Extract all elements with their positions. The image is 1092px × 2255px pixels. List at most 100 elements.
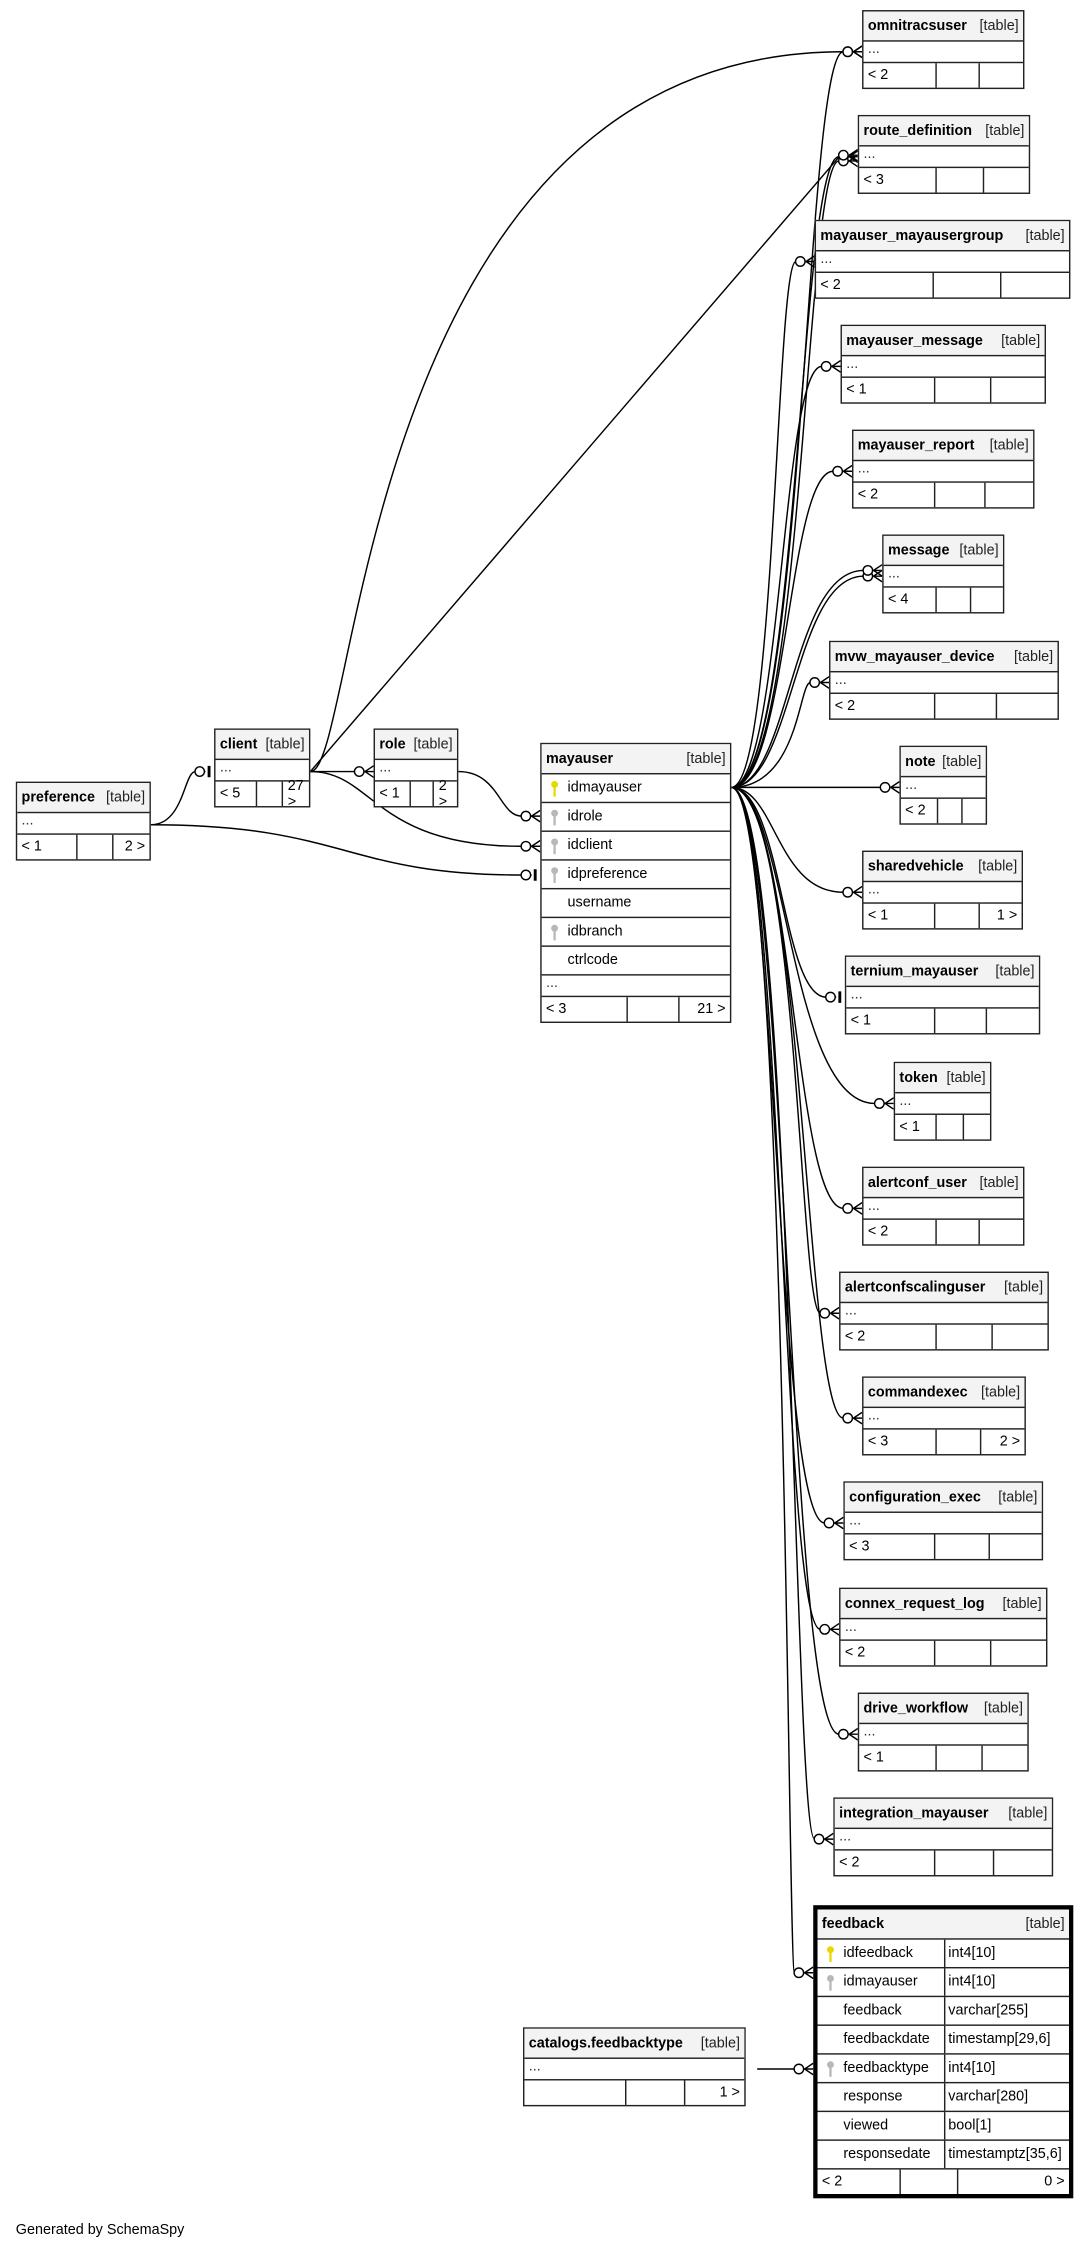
more-columns-ellipsis[interactable]: ... <box>830 672 1058 694</box>
more-columns-ellipsis[interactable]: ... <box>541 976 730 998</box>
children-link[interactable]: 1 > <box>996 908 1018 924</box>
table-name[interactable]: mayauser <box>545 750 614 767</box>
more-columns-ellipsis[interactable]: ... <box>844 1513 1042 1535</box>
more-columns-ellipsis[interactable]: ... <box>863 1198 1024 1220</box>
children-link[interactable] <box>988 1009 1039 1033</box>
parents-link[interactable]: < 3 <box>849 1538 870 1555</box>
parents-link[interactable]: < 2 <box>905 803 926 819</box>
column-row[interactable]: idrole <box>541 803 730 832</box>
children-link[interactable] <box>985 483 1033 507</box>
table-mayauser_message[interactable]: mayauser_message[table]...< 1 <box>840 324 1046 404</box>
column-row[interactable]: idclient <box>541 832 730 861</box>
parents-link[interactable]: < 5 <box>219 785 241 802</box>
table-name[interactable]: configuration_exec <box>849 1489 981 1506</box>
children-link[interactable] <box>994 1851 1052 1875</box>
table-name[interactable]: route_definition <box>863 122 973 139</box>
table-catalogs_feedbacktype[interactable]: catalogs.feedbacktype[table]...1 > <box>522 2027 746 2107</box>
more-columns-ellipsis[interactable]: ... <box>859 147 1029 169</box>
children-link[interactable]: 1 > <box>719 2084 740 2101</box>
parents-link[interactable]: < 3 <box>545 1001 567 1018</box>
more-columns-ellipsis[interactable]: ... <box>840 1619 1046 1641</box>
parents-link[interactable]: < 1 <box>379 785 400 802</box>
table-mayauser_report[interactable]: mayauser_report[table]...< 2 <box>852 429 1035 509</box>
parents-link[interactable]: < 3 <box>863 172 884 189</box>
parents-link[interactable]: < 2 <box>820 277 841 294</box>
parents-link[interactable]: < 2 <box>834 698 856 715</box>
children-link[interactable] <box>989 1535 1041 1559</box>
children-link[interactable]: 2 > <box>124 839 146 855</box>
table-name[interactable]: mayauser_message <box>846 332 983 349</box>
table-name[interactable]: commandexec <box>867 1384 968 1401</box>
table-alertconf_user[interactable]: alertconf_user[table]...< 2 <box>862 1166 1025 1246</box>
parents-link[interactable]: < 2 <box>839 1854 860 1871</box>
more-columns-ellipsis[interactable]: ... <box>840 1303 1048 1325</box>
more-columns-ellipsis[interactable]: ... <box>863 1408 1025 1430</box>
parents-link[interactable]: < 2 <box>867 67 889 84</box>
children-link[interactable]: 27 > <box>287 778 304 810</box>
parents-link[interactable]: < 2 <box>867 1224 889 1240</box>
children-link[interactable] <box>971 588 1003 612</box>
more-columns-ellipsis[interactable]: ... <box>841 356 1045 378</box>
more-columns-ellipsis[interactable]: ... <box>375 760 457 782</box>
more-columns-ellipsis[interactable]: ... <box>900 777 986 799</box>
column-row[interactable]: idbranch <box>541 918 730 947</box>
more-columns-ellipsis[interactable]: ... <box>859 1724 1028 1746</box>
more-columns-ellipsis[interactable]: ... <box>816 251 1069 273</box>
table-name[interactable]: mayauser_report <box>857 437 975 454</box>
table-name[interactable]: connex_request_log <box>844 1595 985 1612</box>
more-columns-ellipsis[interactable]: ... <box>524 2059 745 2081</box>
table-drive_workflow[interactable]: drive_workflow[table]...< 1 <box>857 1692 1029 1772</box>
table-name[interactable]: feedback <box>821 1915 885 1932</box>
children-link[interactable] <box>980 63 1023 87</box>
table-mayauser_mayausergroup[interactable]: mayauser_mayausergroup[table]...< 2 <box>814 219 1071 299</box>
table-omnitracsuser[interactable]: omnitracsuser[table]...< 2 <box>862 10 1025 90</box>
children-link[interactable] <box>962 799 985 823</box>
column-row[interactable]: ctrlcode <box>541 947 730 976</box>
table-mvw_mayauser_device[interactable]: mvw_mayauser_device[table]...< 2 <box>829 640 1059 720</box>
more-columns-ellipsis[interactable]: ... <box>883 566 1003 588</box>
children-link[interactable] <box>992 1325 1047 1349</box>
table-name[interactable]: ternium_mayauser <box>850 963 979 980</box>
table-token[interactable]: token[table]...< 1 <box>893 1061 992 1141</box>
more-columns-ellipsis[interactable]: ... <box>895 1093 990 1115</box>
table-name[interactable]: integration_mayauser <box>839 1805 989 1822</box>
parents-link[interactable]: < 2 <box>857 487 879 503</box>
parents-link[interactable]: < 1 <box>21 839 42 855</box>
table-name[interactable]: mayauser_mayausergroup <box>820 227 1004 244</box>
more-columns-ellipsis[interactable]: ... <box>215 760 309 782</box>
children-link[interactable] <box>991 1641 1046 1665</box>
children-link[interactable]: 0 > <box>1044 2173 1065 2190</box>
table-alertconfscalinguser[interactable]: alertconfscalinguser[table]...< 2 <box>839 1271 1049 1351</box>
table-integration_mayauser[interactable]: integration_mayauser[table]...< 2 <box>833 1797 1054 1877</box>
table-name[interactable]: alertconf_user <box>867 1174 967 1191</box>
parents-link[interactable]: < 2 <box>821 2173 843 2190</box>
table-ternium_mayauser[interactable]: ternium_mayauser[table]...< 1 <box>844 955 1041 1035</box>
children-link[interactable] <box>980 1220 1023 1244</box>
table-configuration_exec[interactable]: configuration_exec[table]...< 3 <box>843 1481 1044 1561</box>
table-name[interactable]: drive_workflow <box>863 1700 969 1717</box>
children-link[interactable] <box>991 378 1045 402</box>
children-link[interactable] <box>964 1115 990 1139</box>
children-link[interactable]: 2 > <box>999 1433 1021 1450</box>
parents-link[interactable]: < 1 <box>863 1750 884 1766</box>
more-columns-ellipsis[interactable]: ... <box>846 987 1039 1009</box>
parents-link[interactable]: < 1 <box>850 1012 871 1029</box>
column-row[interactable]: username <box>541 889 730 919</box>
parents-link[interactable]: < 2 <box>844 1329 866 1345</box>
table-name[interactable]: preference <box>21 789 96 806</box>
parents-link[interactable]: < 2 <box>844 1645 866 1661</box>
table-name[interactable]: alertconfscalinguser <box>844 1279 986 1296</box>
table-name[interactable]: message <box>887 542 950 559</box>
children-link[interactable] <box>997 694 1057 718</box>
